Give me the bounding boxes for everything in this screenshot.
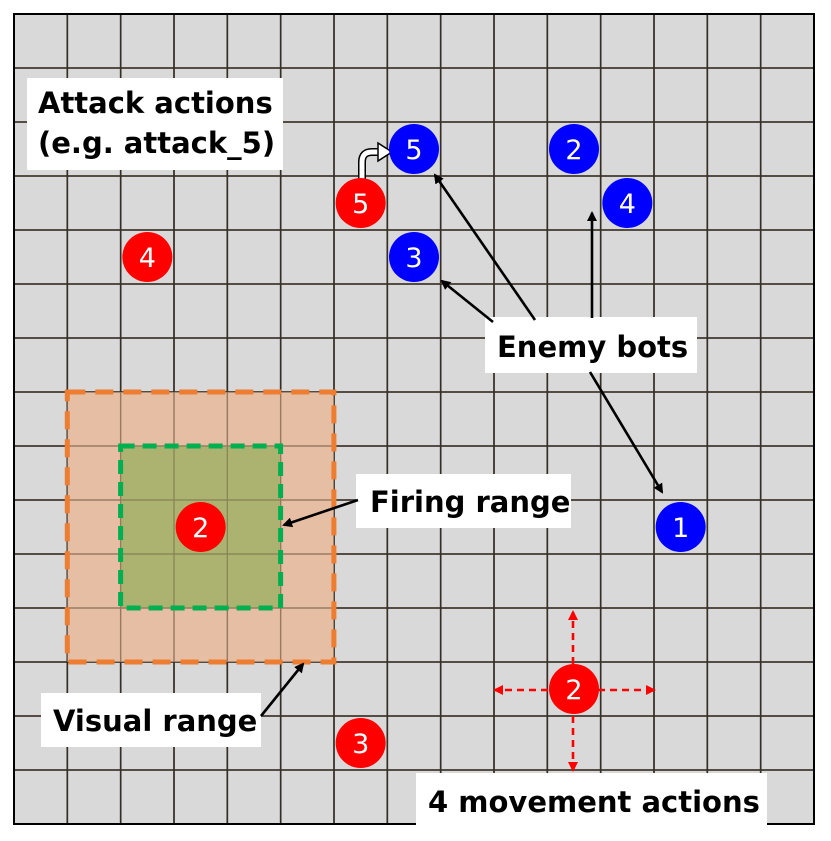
arrow-to-enemy-3 [440,279,494,324]
ally-bot-number: 5 [352,189,369,220]
grid-border [13,13,815,825]
enemy-bot-number: 1 [672,513,689,544]
enemy-bot-circle [655,502,706,552]
enemy-bot-circle [389,124,439,174]
attack-actions-example: (e.g. attack_5) [38,126,275,160]
visual-range-label: Visual range [41,693,261,747]
enemy-bot-5: 5 [389,124,439,174]
ally-bot-circle [335,178,386,228]
ally-bot-2: 2 [175,502,226,552]
enemy-bot-number: 5 [405,135,422,166]
ally-bot-number: 4 [139,243,156,274]
ally-bot-4: 4 [122,232,173,282]
enemy-bot-4: 4 [602,178,653,228]
ally-bot-circle [122,232,173,282]
enemy-bot-3: 3 [389,232,439,282]
firing-range-label: Firing range [356,474,571,528]
arrow-to-enemy-1 [588,371,664,494]
enemy-bot-circle [549,124,599,174]
enemy-bot-number: 2 [565,135,582,166]
visual-range-text: Visual range [53,704,257,738]
enemy-bot-circle [389,232,439,282]
ally-bot-number: 3 [352,729,369,760]
enemy-bot-number: 3 [405,243,422,274]
ally-bot-circle [335,718,386,768]
pointer-arrows [259,173,664,717]
arrow-to-enemy-5 [433,173,537,321]
ally-bot-number: 2 [565,675,582,706]
ally-bot-2: 2 [549,664,599,714]
firing-range-text: Firing range [370,485,570,519]
ally-bot-3: 3 [335,718,386,768]
ally-bot-circle [549,664,599,714]
bots-layer: 2 2 3 4 5 1 2 3 4 5 [122,124,706,768]
enemy-bot-1: 1 [655,502,706,552]
attack-actions-label: Attack actions (e.g. attack_5) [27,78,283,170]
enemy-bot-circle [602,178,653,228]
ally-bot-5: 5 [335,178,386,228]
ally-bot-circle [175,502,226,552]
enemy-bots-text: Enemy bots [497,330,688,364]
attack-arrow [358,141,394,182]
ally-bot-number: 2 [192,513,209,544]
enemy-bots-label: Enemy bots [485,317,697,373]
movement-actions-text: 4 movement actions [428,785,760,819]
arrow-firing-range [282,498,359,528]
attack-actions-text: Attack actions [38,86,273,120]
movement-actions-label: 4 movement actions [416,773,767,827]
enemy-bot-2: 2 [549,124,599,174]
enemy-bot-number: 4 [619,189,636,220]
visual-range-border [64,389,337,665]
arrow-visual-range [259,662,305,717]
movement-arrows [493,610,656,772]
firing-range-border [118,443,284,611]
